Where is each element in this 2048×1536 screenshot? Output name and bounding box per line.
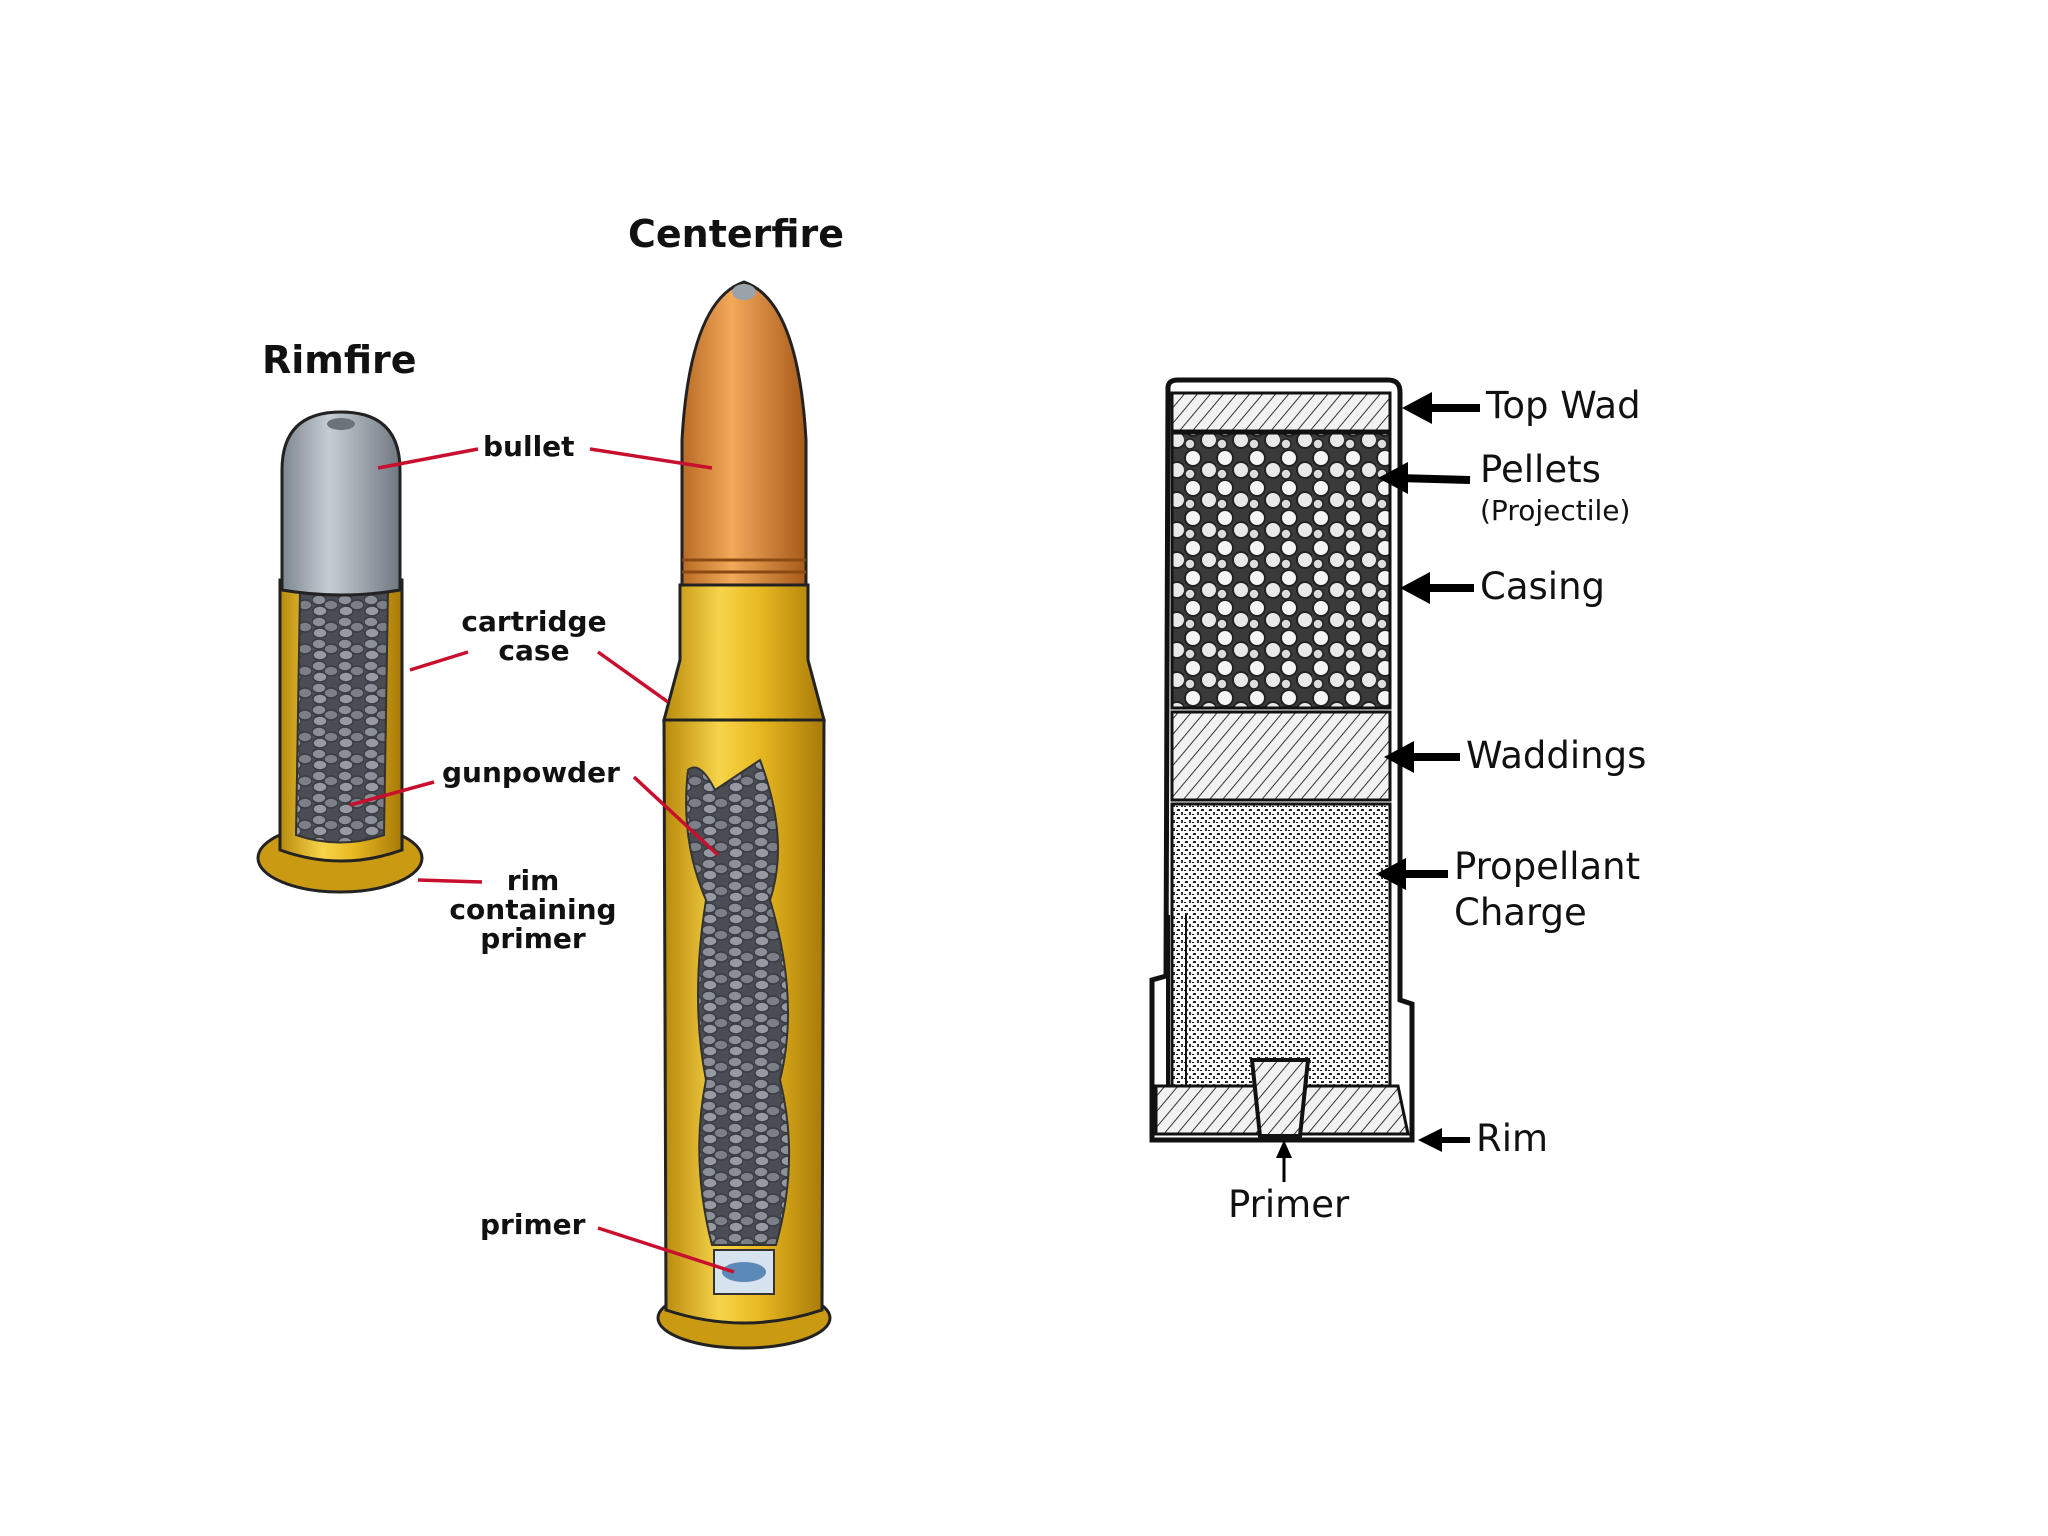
leader-rimfire-gunpowder: [349, 780, 435, 807]
centerfire-bullet: [680, 280, 808, 587]
label-cartridge-case-line1: cartridge: [461, 605, 607, 638]
label-pellets-note: (Projectile): [1480, 494, 1631, 527]
rimfire-bullet-tip: [327, 418, 355, 430]
label-rim: Rim: [1476, 1117, 1549, 1160]
shotshell-waddings: [1170, 710, 1392, 802]
rimfire-cartridge: [256, 410, 424, 894]
centerfire-primer-cup: [722, 1262, 766, 1282]
leader-centerfire-case: [596, 650, 670, 704]
label-rim-containing-primer: rim containing primer: [448, 866, 618, 953]
label-rim-line1: rim: [506, 864, 560, 897]
leader-centerfire-bullet: [589, 447, 713, 470]
leader-rimfire-case: [409, 650, 469, 672]
label-casing: Casing: [1480, 565, 1606, 608]
rimfire-bullet: [280, 410, 402, 597]
label-propellant-line2: Charge: [1454, 891, 1587, 934]
label-gunpowder: gunpowder: [442, 756, 620, 789]
arrow-rim: [1418, 1128, 1470, 1152]
label-waddings: Waddings: [1466, 734, 1647, 777]
label-primer: primer: [480, 1208, 586, 1241]
shotshell-top-wad: [1170, 391, 1392, 433]
arrow-waddings: [1384, 741, 1460, 773]
label-rim-line2: containing: [449, 893, 617, 926]
label-propellant-line1: Propellant: [1454, 845, 1641, 888]
label-cartridge-case: cartridge case: [456, 607, 612, 665]
shotshell-arrows: [1276, 392, 1480, 1182]
label-pellets: Pellets: [1480, 448, 1601, 491]
label-rim-line3: primer: [480, 922, 586, 955]
centerfire-gunpowder: [685, 758, 791, 1246]
arrow-top-wad: [1402, 392, 1480, 424]
label-top-wad: Top Wad: [1486, 384, 1641, 427]
label-bullet: bullet: [483, 430, 575, 463]
centerfire-cartridge: [656, 280, 832, 1350]
arrow-primer: [1276, 1140, 1292, 1182]
leader-rim-primer: [417, 878, 483, 884]
centerfire-case-shoulder: [662, 583, 826, 722]
centerfire-title: Centerfire: [628, 212, 845, 256]
arrow-propellant: [1376, 858, 1448, 890]
shotshell-pellets: [1170, 431, 1392, 710]
rimfire-title: Rimfire: [262, 338, 417, 382]
label-shot-primer: Primer: [1228, 1183, 1350, 1226]
centerfire-bullet-tip: [732, 284, 756, 300]
leader-lines: [349, 447, 735, 1274]
leader-centerfire-primer: [597, 1226, 735, 1274]
arrow-casing: [1400, 572, 1474, 604]
label-propellant-charge: Propellant Charge: [1454, 844, 1640, 936]
leader-rimfire-bullet: [377, 447, 479, 470]
label-cartridge-case-line2: case: [498, 634, 570, 667]
rimfire-gunpowder: [294, 589, 390, 844]
shotshell-propellant: [1170, 802, 1392, 1088]
leader-centerfire-gunpowder: [632, 775, 720, 857]
shotshell-primer: [1249, 1058, 1311, 1138]
arrow-pellets: [1378, 462, 1471, 494]
shotshell-cross-section: [1149, 377, 1415, 1143]
